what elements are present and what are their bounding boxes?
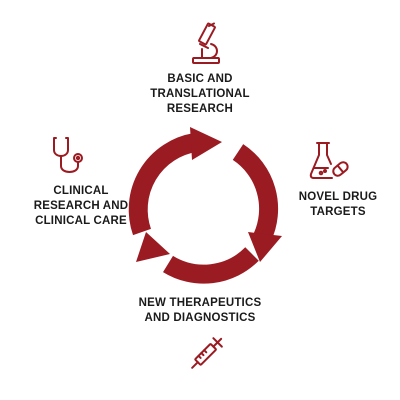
stage-label-basic-research: BASIC AND TRANSLATIONAL RESEARCH (130, 72, 270, 117)
microscope-icon (192, 22, 220, 64)
stage-label-novel-drug-targets: NOVEL DRUG TARGETS (286, 190, 390, 220)
stage-label-line: CLINICAL CARE (35, 215, 127, 227)
stage-label-line: TRANSLATIONAL (150, 88, 250, 100)
arrow-arc-right (232, 144, 279, 243)
stage-label-line: CLINICAL (53, 185, 109, 197)
stage-label-new-therapeutics: NEW THERAPEUTICS AND DIAGNOSTICS (110, 296, 290, 326)
stage-label-clinical-research: CLINICAL RESEARCH AND CLINICAL CARE (22, 184, 140, 229)
stage-label-line: NEW THERAPEUTICS (138, 297, 262, 309)
stethoscope-icon (53, 137, 83, 173)
stage-label-line: RESEARCH (166, 103, 234, 115)
stage-label-line: BASIC AND (167, 73, 233, 85)
stage-label-line: AND DIAGNOSTICS (144, 312, 256, 324)
flask-and-pill-icon (309, 142, 349, 179)
syringe-icon (191, 337, 223, 369)
arrow-arc-bottom (163, 247, 259, 284)
stage-label-line: NOVEL DRUG (298, 191, 378, 203)
stage-label-line: RESEARCH AND (33, 200, 129, 212)
arrowhead-right (248, 232, 282, 262)
arrow-arc-left (128, 133, 197, 236)
arrowhead-top (190, 127, 222, 160)
arrowhead-left (136, 232, 170, 262)
stage-label-line: TARGETS (310, 206, 366, 218)
